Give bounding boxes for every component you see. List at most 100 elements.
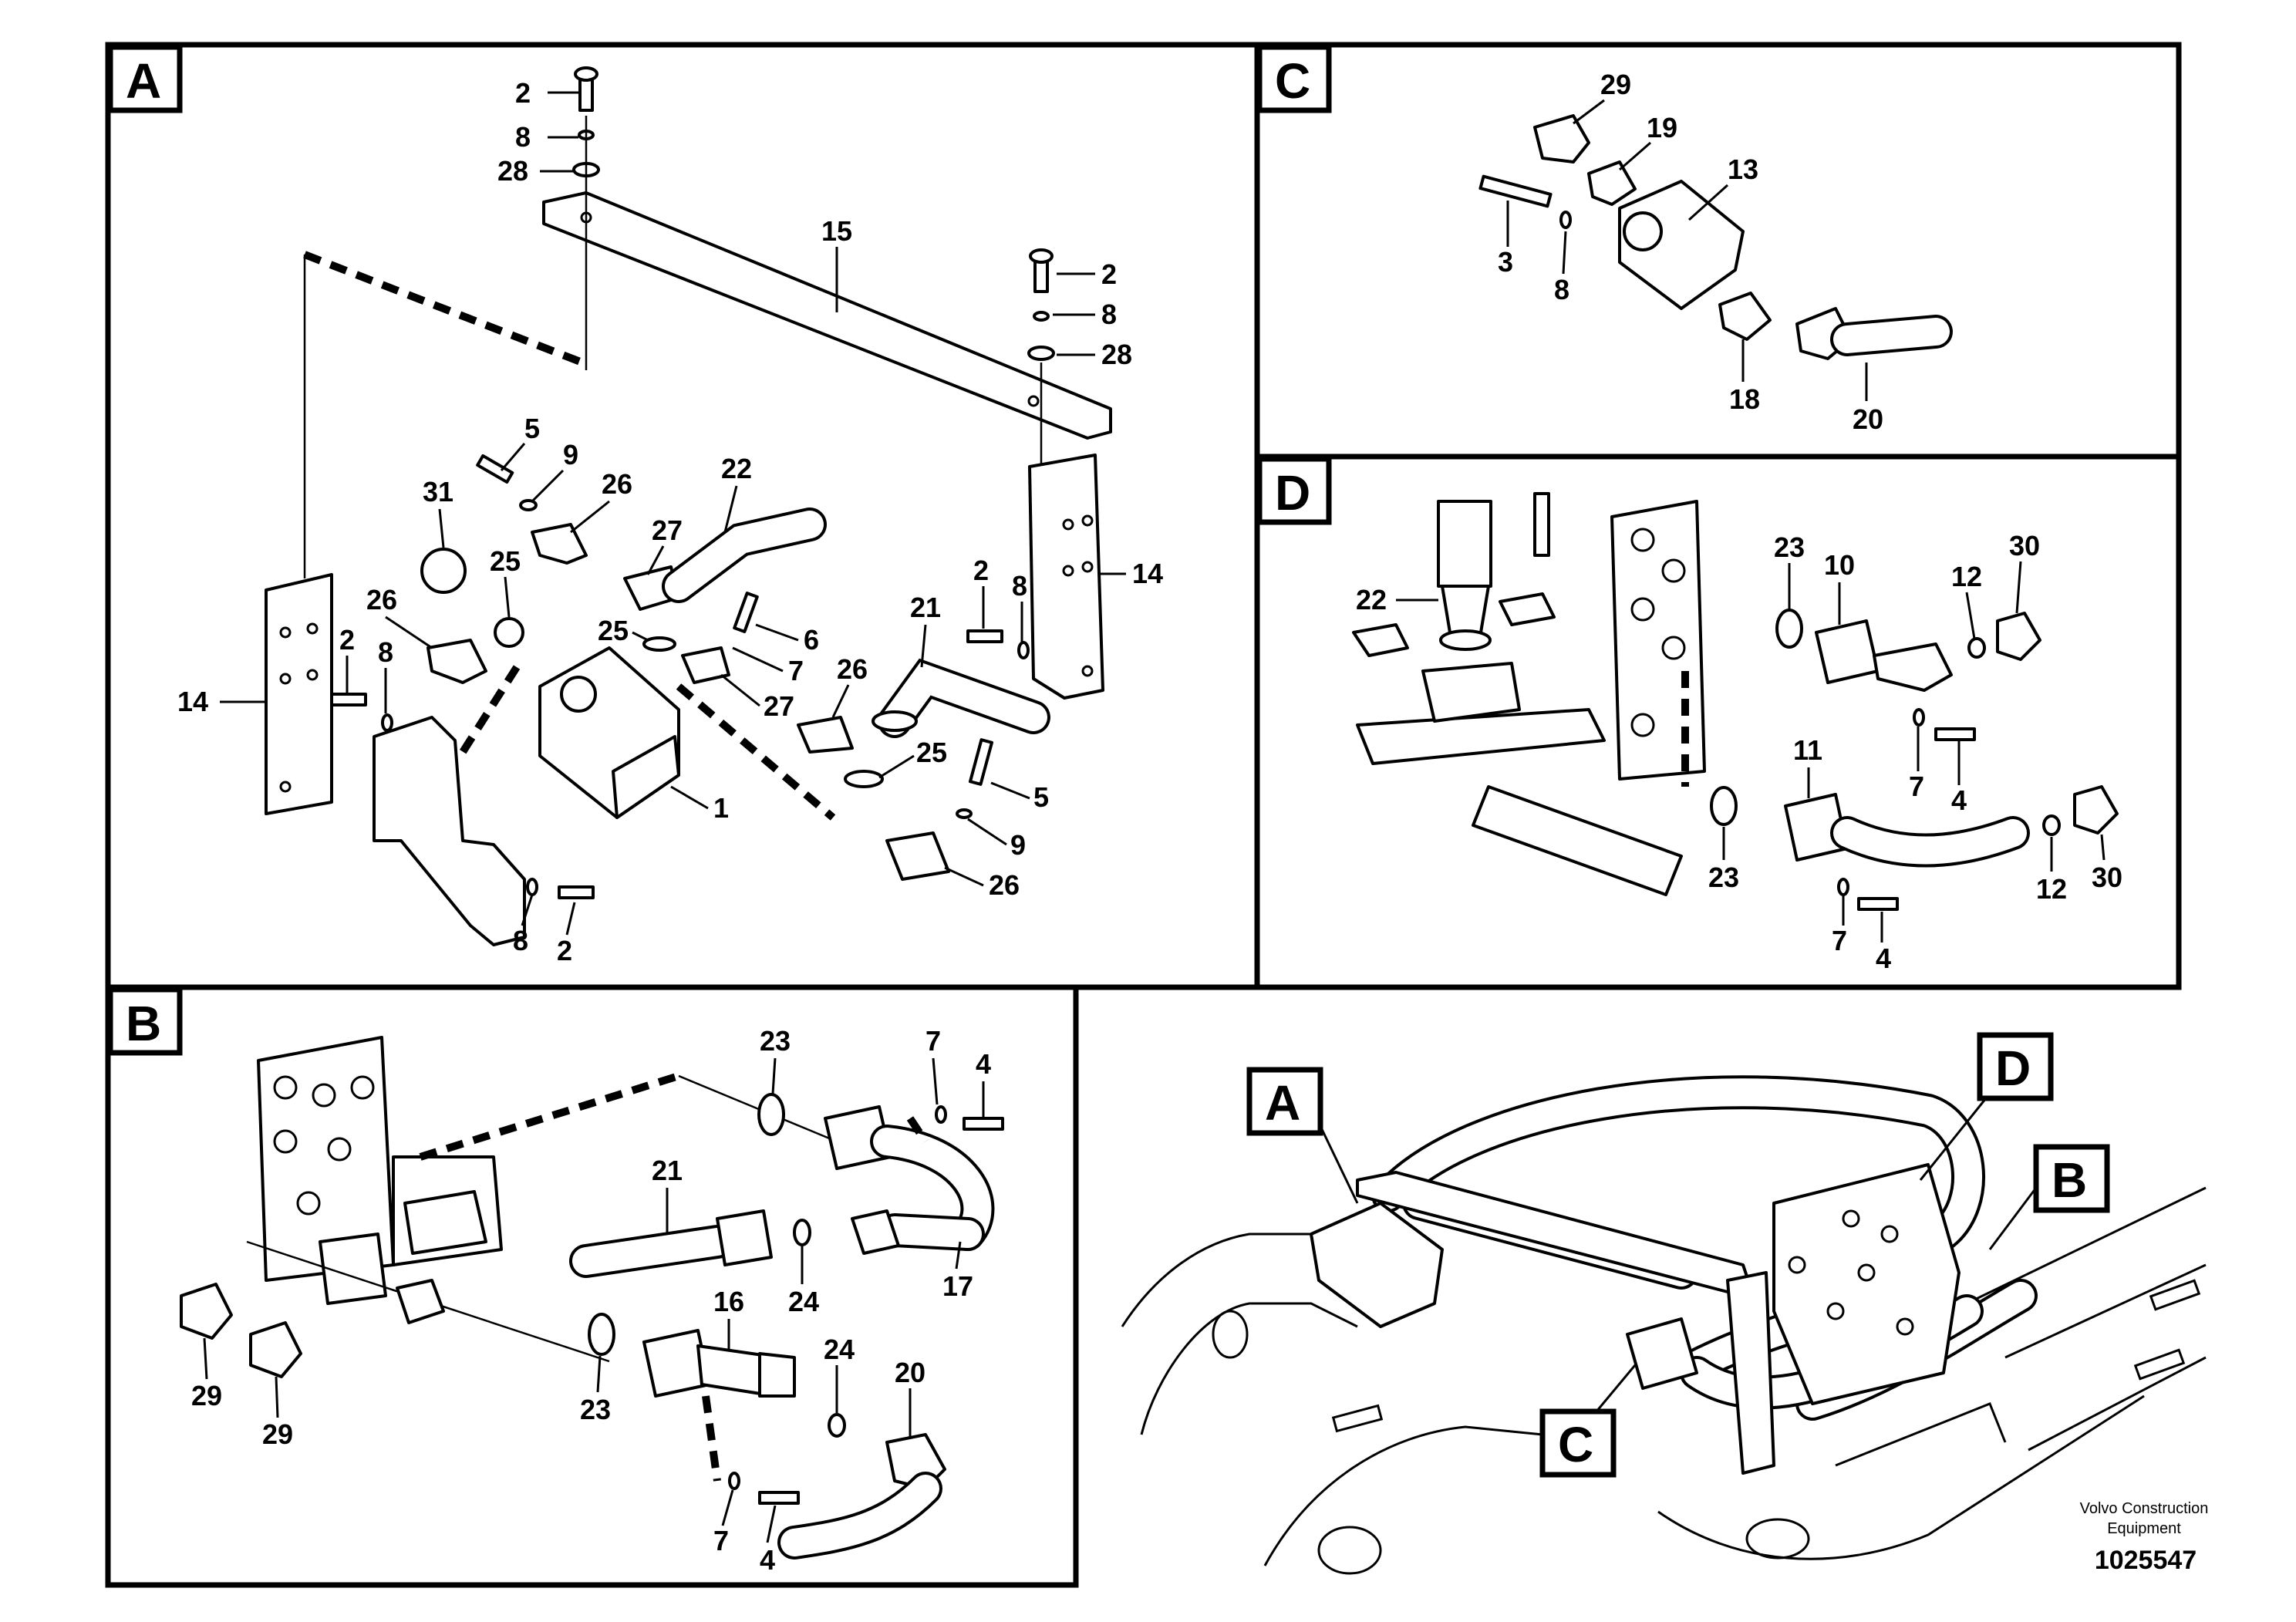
plate-hole bbox=[1062, 518, 1074, 531]
leader bbox=[967, 818, 1007, 846]
callout-23: 23 bbox=[1774, 531, 1805, 563]
panel-d-tag bbox=[1256, 456, 1332, 525]
leader bbox=[721, 1489, 734, 1526]
chassis-outline bbox=[1835, 1402, 2007, 1467]
callout-7: 7 bbox=[1832, 925, 1847, 956]
leader bbox=[944, 866, 984, 887]
screw-5-top bbox=[476, 454, 514, 484]
mount-tab bbox=[2149, 1279, 2201, 1311]
leader bbox=[723, 485, 738, 533]
callout-21: 21 bbox=[652, 1155, 683, 1186]
leader bbox=[670, 785, 709, 810]
callout-17: 17 bbox=[942, 1270, 973, 1302]
chassis-outline bbox=[2004, 1263, 2207, 1359]
o-ring-24-top bbox=[793, 1219, 811, 1246]
plate-hole bbox=[279, 781, 292, 793]
leader bbox=[1573, 99, 1605, 125]
hose-22 bbox=[1437, 500, 1492, 588]
leader bbox=[1965, 592, 1976, 639]
leader bbox=[771, 1057, 777, 1094]
hose-21-inner bbox=[881, 662, 1047, 735]
callout-7: 7 bbox=[1909, 771, 1924, 802]
screw-2-left bbox=[330, 693, 367, 706]
valve-body bbox=[1610, 500, 1706, 781]
valve-hole bbox=[1896, 1317, 1914, 1336]
callout-4: 4 bbox=[760, 1544, 775, 1576]
callout-8: 8 bbox=[1012, 570, 1027, 602]
callout-7: 7 bbox=[713, 1525, 729, 1556]
chassis-outline bbox=[1263, 1425, 1543, 1566]
mount-tab bbox=[2133, 1348, 2186, 1381]
callout-7: 7 bbox=[925, 1025, 941, 1057]
guide-line bbox=[678, 1074, 838, 1143]
callout-5: 5 bbox=[524, 413, 540, 444]
leader bbox=[632, 631, 649, 642]
plate-hole bbox=[1081, 665, 1094, 677]
panel-b-callouts: 23 7 4 21 17 24 16 24 20 23 29 29 7 4 bbox=[191, 1025, 991, 1576]
leader bbox=[920, 624, 927, 668]
leader bbox=[438, 508, 445, 548]
panel-b-label: B bbox=[126, 996, 161, 1051]
overview-tag-a bbox=[1246, 1067, 1323, 1136]
panel-b-tag bbox=[107, 986, 183, 1056]
pivot-hole bbox=[1317, 1526, 1382, 1575]
dashed-connector bbox=[906, 1116, 929, 1144]
leader bbox=[531, 469, 565, 503]
elbow-block bbox=[319, 1233, 387, 1305]
overview-leader-c bbox=[1595, 1364, 1637, 1412]
overview-tag-b-label: B bbox=[2052, 1152, 2087, 1208]
cap-31 bbox=[420, 548, 467, 594]
callout-2: 2 bbox=[339, 624, 355, 656]
callout-20: 20 bbox=[895, 1357, 925, 1388]
overview-main-valve bbox=[1772, 1163, 1961, 1405]
chassis-outline bbox=[2028, 1356, 2207, 1452]
leader bbox=[720, 673, 760, 707]
overview-tag-d-label: D bbox=[1995, 1040, 2031, 1096]
callout-4: 4 bbox=[1951, 784, 1967, 816]
overview-tag-c bbox=[1539, 1408, 1617, 1478]
panel-c-callouts: 29 19 13 3 8 18 20 bbox=[1498, 69, 1883, 435]
valve-hole bbox=[1842, 1209, 1860, 1228]
o-ring-25-mid bbox=[642, 636, 676, 652]
callout-23: 23 bbox=[1708, 862, 1739, 893]
tube-16-fitting bbox=[758, 1352, 796, 1398]
leader bbox=[1619, 141, 1651, 171]
screw-2-bottom bbox=[558, 885, 595, 899]
callout-2: 2 bbox=[557, 935, 572, 966]
panel-c-tag bbox=[1256, 44, 1332, 113]
callout-24: 24 bbox=[788, 1286, 819, 1317]
leader bbox=[831, 684, 850, 718]
leader bbox=[990, 781, 1030, 800]
leader bbox=[1687, 184, 1729, 221]
callout-25: 25 bbox=[490, 545, 521, 577]
panel-a-tag bbox=[107, 44, 183, 113]
leader bbox=[2100, 834, 2106, 861]
leader bbox=[275, 1376, 279, 1418]
mount-tab bbox=[1331, 1404, 1384, 1433]
nut-29 bbox=[1533, 114, 1590, 164]
callout-27: 27 bbox=[652, 514, 683, 546]
drawing-number: 1025547 bbox=[2095, 1546, 2197, 1575]
panel-d-frame bbox=[1254, 454, 2182, 990]
block-port bbox=[1623, 211, 1663, 251]
panel-d-callouts: 23 10 12 30 22 7 4 11 23 12 30 7 4 bbox=[1356, 530, 2122, 974]
flange-block bbox=[403, 1190, 487, 1255]
clamp bbox=[1499, 592, 1556, 626]
callout-14: 14 bbox=[177, 686, 208, 717]
callout-10: 10 bbox=[1824, 549, 1855, 581]
valve-hole bbox=[1630, 597, 1655, 622]
plate-hole bbox=[306, 669, 319, 681]
callout-4: 4 bbox=[976, 1048, 991, 1080]
callout-24: 24 bbox=[824, 1334, 855, 1365]
screw-4-top bbox=[963, 1117, 1004, 1131]
o-ring-23-bottom bbox=[1710, 786, 1738, 826]
callout-20: 20 bbox=[1853, 403, 1883, 435]
panel-d-label: D bbox=[1275, 465, 1310, 521]
callout-15: 15 bbox=[821, 215, 852, 247]
leader bbox=[932, 1057, 939, 1105]
leader bbox=[1562, 231, 1567, 275]
leader bbox=[755, 623, 799, 642]
screw-6 bbox=[733, 592, 759, 633]
valve-block-side bbox=[612, 735, 680, 819]
adapter-19 bbox=[1587, 160, 1637, 206]
